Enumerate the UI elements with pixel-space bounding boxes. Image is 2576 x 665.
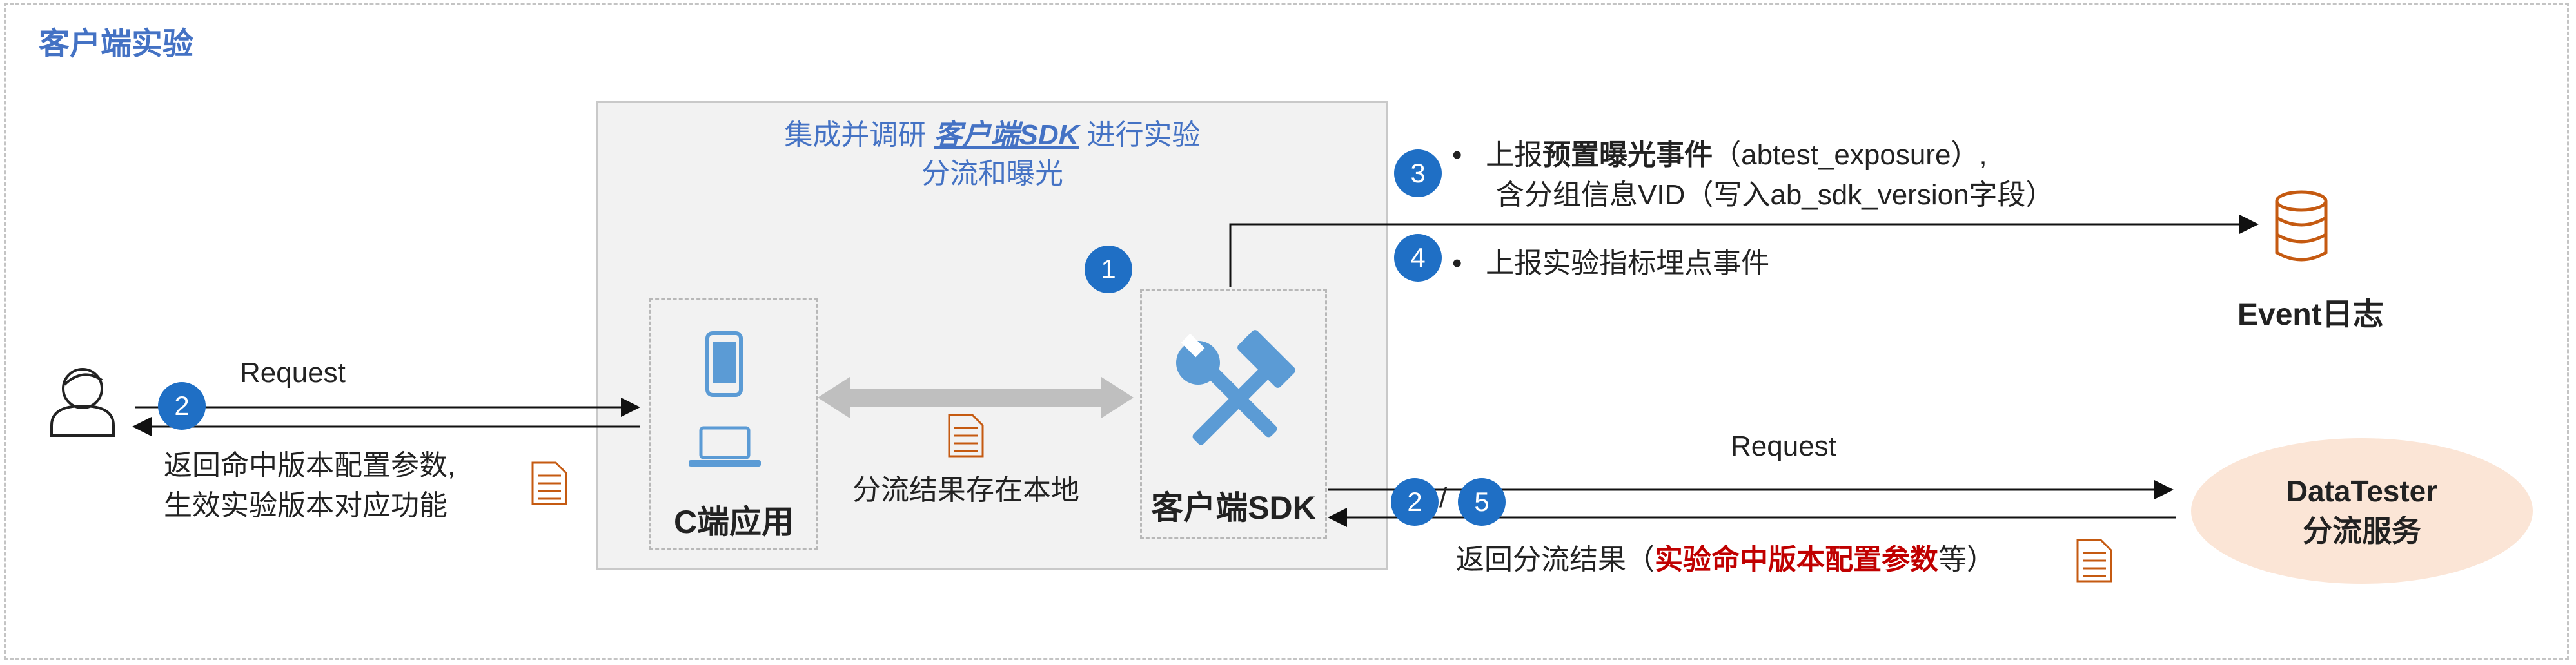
- datatester-service-node: DataTester 分流服务: [2191, 438, 2533, 584]
- hit-version-config-params: 实验命中版本配置参数: [1655, 544, 1938, 575]
- sdk-box: [1140, 289, 1327, 539]
- outer-frame: [4, 3, 2569, 660]
- return-label-right: 返回分流结果（实验命中版本配置参数等）: [1456, 544, 1995, 575]
- step-badge-3: 3: [1394, 149, 1442, 197]
- hammer-wrench-icon: [1176, 330, 1295, 445]
- local-store-double-arrow: [818, 377, 1134, 418]
- request-label-left: Request: [240, 357, 346, 389]
- event-log-label: Event日志: [2237, 298, 2384, 332]
- step-badge-5: 5: [1458, 478, 1506, 526]
- panel-title: 集成并调研 客户端SDK 进行实验 分流和曝光: [596, 116, 1388, 193]
- panel-title-emphasis: 客户端SDK: [934, 119, 1079, 151]
- step-badge-4: 4: [1394, 234, 1442, 282]
- phone-icon: [705, 331, 743, 397]
- panel-title-line1: 集成并调研 客户端SDK 进行实验: [784, 119, 1201, 151]
- c-app-box: [649, 298, 818, 550]
- preset-exposure-event: 预置曝光事件: [1542, 139, 1713, 171]
- document-icon: [948, 414, 984, 458]
- step-badge-1: 1: [1085, 246, 1132, 293]
- panel-title-line2: 分流和曝光: [921, 158, 1063, 189]
- document-icon: [2076, 539, 2112, 583]
- step-badge-2-left: 2: [158, 382, 206, 430]
- report-arrow-event-log: [1229, 215, 2259, 287]
- step-badge-2-right: 2: [1391, 478, 1439, 526]
- return-label-left: 返回命中版本配置参数, 生效实验版本对应功能: [164, 450, 456, 521]
- event-item-4: • 上报实验指标埋点事件: [1452, 247, 1770, 279]
- document-icon: [531, 461, 567, 505]
- user-icon: [50, 368, 115, 437]
- laptop-icon: [689, 426, 761, 467]
- badge-separator: /: [1439, 482, 1448, 514]
- section-title: 客户端实验: [39, 27, 194, 61]
- sdk-label: 客户端SDK: [1151, 490, 1316, 526]
- local-store-label: 分流结果存在本地: [852, 474, 1079, 506]
- event-item-3: • 上报预置曝光事件（abtest_exposure）, 含分组信息VID（写入…: [1452, 139, 2054, 211]
- c-app-label: C端应用: [673, 504, 794, 540]
- database-icon: [2275, 190, 2328, 262]
- request-label-right: Request: [1731, 430, 1836, 462]
